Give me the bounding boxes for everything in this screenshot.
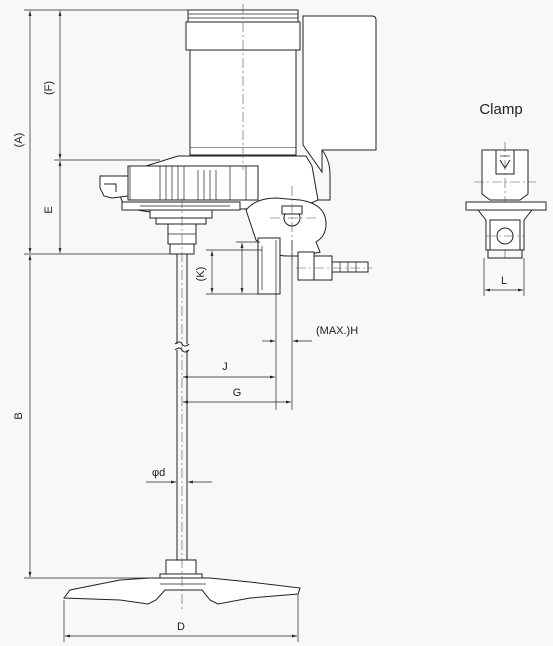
dim-label-f: (F) — [43, 81, 55, 95]
dim-label-j: J — [222, 361, 228, 373]
dim-label-g: G — [233, 387, 242, 399]
side-clamp — [245, 197, 369, 295]
dim-label-e: E — [43, 206, 55, 213]
dim-label-d-small: φd — [152, 467, 165, 479]
dim-label-h: (MAX.)H — [316, 325, 358, 337]
clamp-width-label: L — [501, 275, 507, 287]
switch-box — [302, 15, 377, 201]
dim-label-a: (A) — [13, 133, 25, 148]
shaft — [159, 254, 203, 583]
impeller — [63, 577, 301, 605]
clamp-detail — [465, 142, 547, 296]
dim-label-d: D — [177, 621, 185, 633]
dim-label-k: (K) — [195, 267, 207, 282]
dim-label-b: B — [13, 412, 25, 419]
dimension-lines — [24, 9, 312, 642]
clamp-title: Clamp — [479, 101, 522, 118]
